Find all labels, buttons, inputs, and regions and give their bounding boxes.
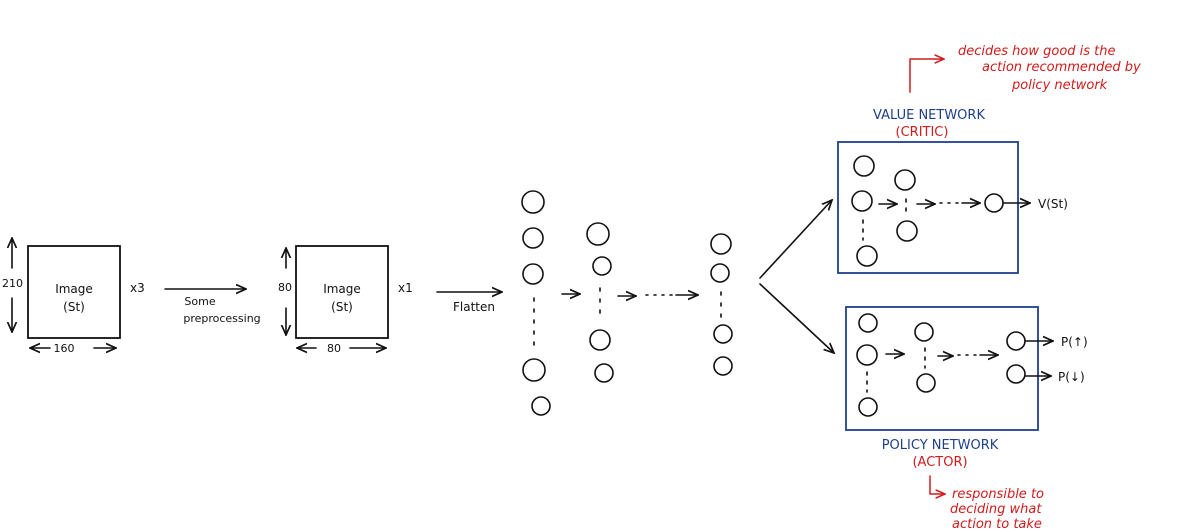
layer3-node: [710, 233, 732, 255]
policy-note-line: action to take: [952, 517, 1042, 532]
value-network-subtitle: (CRITIC): [896, 125, 949, 140]
processed-channels-label: x1: [398, 281, 413, 295]
shared-layers: [521, 190, 733, 416]
value-node: [894, 169, 916, 191]
input-image-label: Image: [55, 282, 93, 296]
value-output-label: V(St): [1038, 197, 1068, 211]
layer2-node: [592, 256, 612, 276]
policy-note-line: responsible to: [952, 487, 1044, 502]
input-width-label: 160: [54, 342, 75, 355]
layer1-node: [531, 396, 551, 416]
branch-arrows: [759, 200, 834, 353]
value-network-box: [837, 141, 1019, 274]
branch-arrow-value: [759, 200, 832, 279]
policy-node: [858, 313, 878, 333]
preprocessing-step: Some preprocessing: [164, 289, 261, 325]
input-image-block: Image (St) 210 160 x3: [2, 238, 145, 355]
policy-network-title: POLICY NETWORK: [882, 438, 999, 453]
value-node: [856, 245, 878, 267]
input-channels-label: x3: [130, 281, 145, 295]
processed-image-box: [295, 245, 389, 339]
preprocessing-label-line1: Some: [184, 295, 215, 308]
policy-output-node-down: [1006, 364, 1026, 384]
policy-node: [858, 397, 878, 417]
layer2-node: [589, 329, 611, 351]
value-node: [896, 220, 918, 242]
value-network-title: VALUE NETWORK: [873, 108, 985, 123]
processed-image-block: Image (St) 80 80 x1: [278, 245, 413, 355]
processed-width-label: 80: [327, 342, 341, 355]
policy-output-up-label: P(↑): [1061, 335, 1088, 349]
processed-image-label: Image: [323, 282, 361, 296]
policy-node: [916, 373, 936, 393]
policy-network-box: [845, 306, 1039, 431]
value-note-line: action recommended by: [982, 60, 1141, 75]
branch-arrow-policy: [759, 283, 834, 353]
layer2-node: [586, 222, 610, 246]
layer3-node: [713, 324, 733, 344]
layer3-node: [713, 356, 733, 376]
layer1-node: [521, 190, 545, 214]
value-network-note: decides how good is the action recommend…: [909, 44, 1141, 93]
value-node: [853, 155, 875, 177]
input-state-label: (St): [63, 300, 85, 314]
value-network: VALUE NETWORK (CRITIC) V(St): [837, 108, 1068, 274]
layer2-node: [594, 363, 614, 383]
flatten-label: Flatten: [453, 300, 495, 314]
value-node: [851, 190, 873, 212]
preprocessing-label-line2: preprocessing: [183, 312, 260, 325]
value-output-node: [984, 193, 1004, 213]
layer3-node: [710, 263, 730, 283]
processed-state-label: (St): [331, 300, 353, 314]
flatten-step: Flatten: [436, 292, 502, 314]
input-height-label: 210: [2, 277, 23, 290]
value-note-line: decides how good is the: [958, 44, 1116, 59]
policy-note-bracket: [929, 475, 945, 494]
layer1-node: [522, 227, 544, 249]
policy-network-note: responsible to deciding what action to t…: [929, 475, 1044, 532]
policy-note-line: deciding what: [950, 502, 1042, 517]
layer1-node: [522, 263, 544, 285]
policy-network: P(↑) P(↓) POLICY NETWORK (ACTOR): [845, 306, 1088, 470]
value-note-bracket: [909, 59, 944, 93]
policy-node: [856, 344, 878, 366]
policy-node: [914, 322, 934, 342]
value-note-line: policy network: [1011, 78, 1108, 93]
policy-output-down-label: P(↓): [1058, 370, 1085, 384]
processed-height-label: 80: [278, 281, 292, 294]
layer1-node: [522, 358, 546, 382]
policy-output-node-up: [1006, 331, 1026, 351]
policy-network-subtitle: (ACTOR): [912, 455, 967, 470]
input-image-box: [27, 245, 121, 339]
